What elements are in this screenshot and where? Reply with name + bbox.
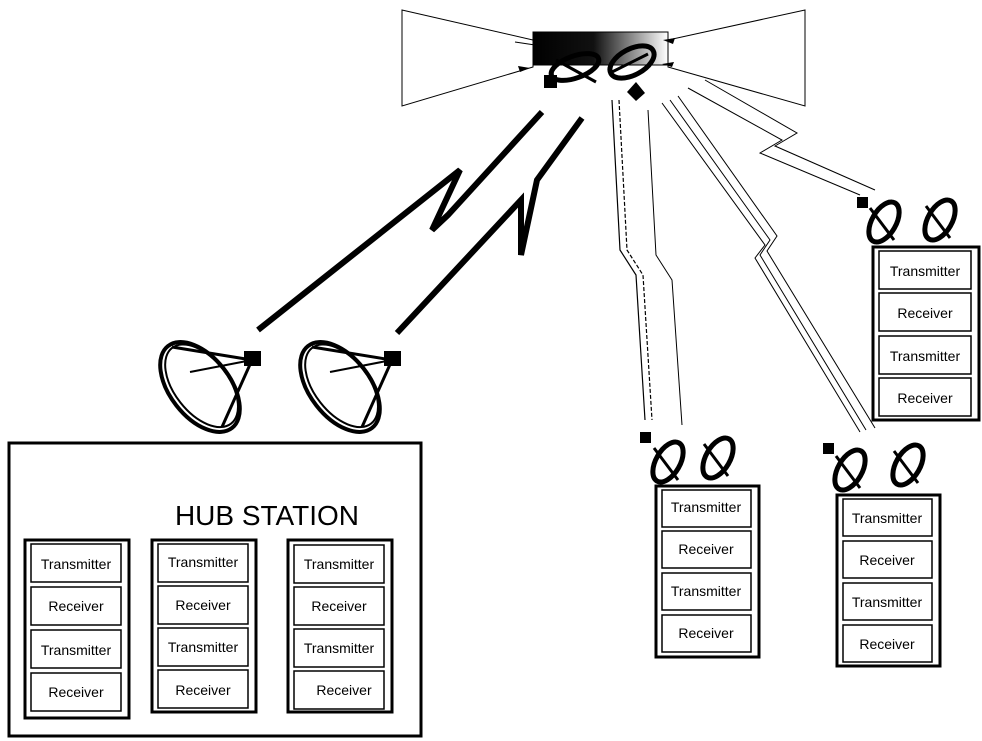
satellite-antenna-right bbox=[607, 43, 657, 101]
remote-terminal-1-unit-4: Receiver bbox=[678, 625, 734, 641]
remote-terminal-2-unit-4: Receiver bbox=[859, 636, 915, 652]
hub-rack-2-unit-1: Transmitter bbox=[168, 554, 239, 570]
hub-rack-3-unit-3: Transmitter bbox=[304, 640, 375, 656]
remote-terminal-3-unit-2: Receiver bbox=[897, 305, 953, 321]
solar-panel-right bbox=[667, 9, 806, 107]
hub-station-title: HUB STATION bbox=[175, 500, 359, 531]
hub-rack-1-unit-1: Transmitter bbox=[41, 556, 112, 572]
remote-terminal-1-unit-3: Transmitter bbox=[671, 583, 742, 599]
remote-terminal-2-unit-1: Transmitter bbox=[852, 510, 923, 526]
satellite bbox=[401, 9, 806, 107]
remote-link-2 bbox=[661, 95, 876, 433]
hub-link-right bbox=[394, 116, 585, 336]
hub-rack-2-unit-4: Receiver bbox=[175, 682, 231, 698]
remote-link-1 bbox=[611, 99, 683, 426]
hub-rack-3-unit-4: Receiver bbox=[316, 682, 372, 698]
remote-terminal-3-unit-4: Receiver bbox=[897, 390, 953, 406]
solar-panel-left bbox=[401, 9, 534, 107]
hub-link-left bbox=[256, 109, 545, 333]
hub-station: HUB STATION Transmitter Receiver Transmi… bbox=[7, 441, 423, 738]
hub-dish-right bbox=[282, 325, 403, 449]
remote-terminal-1-dishes bbox=[640, 432, 739, 487]
hub-dish-left bbox=[142, 325, 263, 449]
hub-rack-1-unit-2: Receiver bbox=[48, 598, 104, 614]
remote-terminal-3: Transmitter Receiver Transmitter Receive… bbox=[857, 195, 981, 422]
hub-rack-1-unit-3: Transmitter bbox=[41, 642, 112, 658]
remote-terminal-1-unit-1: Transmitter bbox=[671, 499, 742, 515]
hub-rack-3: Transmitter Receiver Transmitter Receive… bbox=[286, 538, 394, 714]
remote-terminal-3-dishes bbox=[857, 195, 961, 247]
remote-terminal-1: Transmitter Receiver Transmitter Receive… bbox=[640, 432, 761, 659]
remote-terminal-1-unit-2: Receiver bbox=[678, 541, 734, 557]
remote-terminal-2: Transmitter Receiver Transmitter Receive… bbox=[823, 440, 942, 668]
hub-rack-2-unit-3: Transmitter bbox=[168, 639, 239, 655]
hub-rack-2: Transmitter Receiver Transmitter Receive… bbox=[150, 538, 258, 714]
remote-terminal-2-dishes bbox=[823, 440, 929, 495]
satellite-antenna-left bbox=[544, 51, 602, 88]
hub-rack-3-unit-2: Receiver bbox=[311, 598, 367, 614]
hub-rack-1: Transmitter Receiver Transmitter Receive… bbox=[23, 538, 131, 720]
hub-rack-3-unit-1: Transmitter bbox=[304, 556, 375, 572]
hub-rack-1-unit-4: Receiver bbox=[48, 684, 104, 700]
remote-terminal-3-unit-3: Transmitter bbox=[890, 348, 961, 364]
remote-terminal-2-unit-2: Receiver bbox=[859, 552, 915, 568]
remote-link-3 bbox=[687, 79, 876, 196]
hub-rack-2-unit-2: Receiver bbox=[175, 597, 231, 613]
remote-terminal-3-unit-1: Transmitter bbox=[890, 263, 961, 279]
remote-terminal-2-unit-3: Transmitter bbox=[852, 594, 923, 610]
